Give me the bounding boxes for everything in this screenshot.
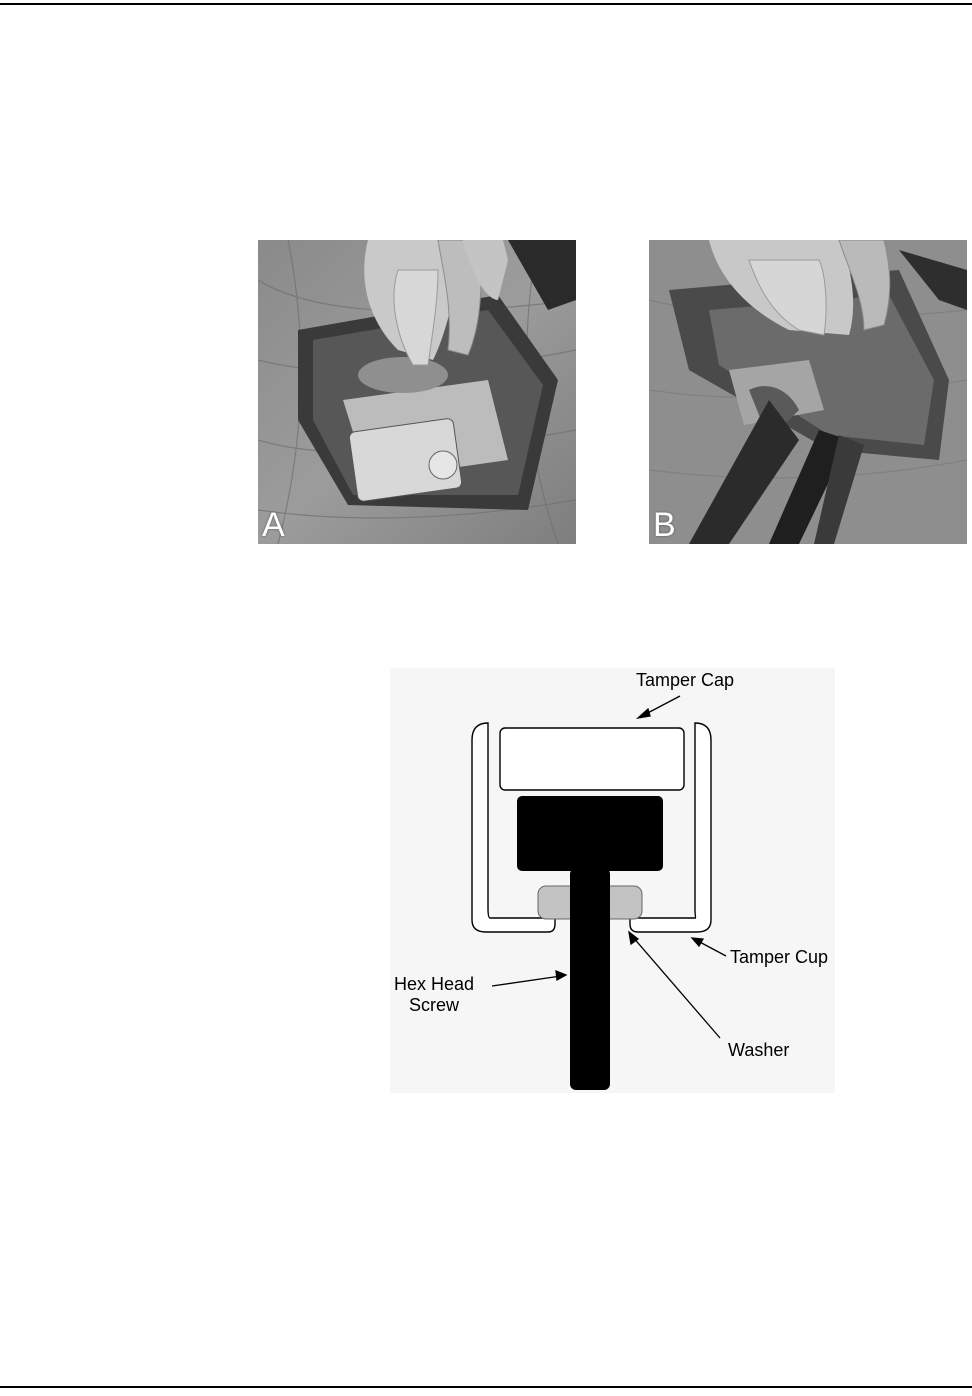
footer-rule bbox=[0, 1386, 972, 1388]
hex-head-screw-label: Hex Head Screw bbox=[390, 974, 478, 1016]
photo-b-image bbox=[649, 240, 967, 544]
washer-label: Washer bbox=[728, 1040, 789, 1061]
hex-head-screw-label-line1: Hex Head bbox=[390, 974, 478, 995]
photo-a-label: A bbox=[262, 508, 285, 542]
photo-a: A bbox=[258, 240, 576, 544]
tamper-diagram: Tamper Cap Tamper Cup Hex Head Screw Was… bbox=[390, 668, 835, 1093]
tamper-cap-shape bbox=[500, 728, 684, 790]
photo-b: B bbox=[649, 240, 967, 544]
header-rule bbox=[0, 3, 972, 5]
photo-a-image bbox=[258, 240, 576, 544]
hex-head-screw-label-line2: Screw bbox=[390, 995, 478, 1016]
tamper-cup-label: Tamper Cup bbox=[730, 947, 828, 968]
photo-b-label: B bbox=[653, 508, 676, 542]
screw-shank-shape bbox=[570, 868, 610, 1090]
hex-head-shape bbox=[517, 796, 663, 871]
tamper-cap-label: Tamper Cap bbox=[636, 670, 734, 691]
tamper-diagram-drawing bbox=[390, 668, 835, 1093]
